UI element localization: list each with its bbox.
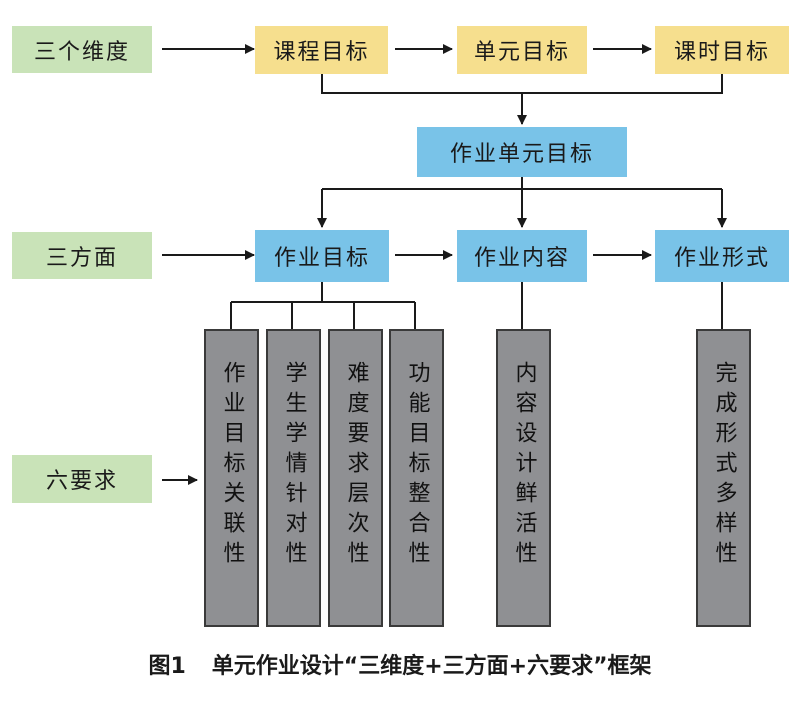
requirement-text: 完成形式多样性 <box>711 361 737 571</box>
homework-unit-goal-box: 作业单元目标 <box>417 127 627 177</box>
figure-number: 图1 <box>148 654 186 679</box>
homework-goal-box: 作业目标 <box>255 230 389 282</box>
unit-goal-box: 单元目标 <box>457 26 587 74</box>
requirement-text: 学生学情针对性 <box>281 361 307 571</box>
requirement-student-targeting: 学生学情针对性 <box>266 329 321 627</box>
homework-content-box: 作业内容 <box>457 230 587 282</box>
requirement-difficulty-levels: 难度要求层次性 <box>328 329 383 627</box>
figure-caption: 图1 单元作业设计“三维度+三方面+六要求”框架 <box>0 648 800 680</box>
homework-form-box: 作业形式 <box>655 230 789 282</box>
lesson-goal-box: 课时目标 <box>655 26 789 74</box>
requirement-text: 内容设计鲜活性 <box>511 361 537 571</box>
requirement-text: 难度要求层次性 <box>343 361 369 571</box>
three-dimensions-label: 三个维度 <box>12 26 152 73</box>
requirement-form-diversity: 完成形式多样性 <box>696 329 751 627</box>
requirement-text: 功能目标整合性 <box>404 361 430 571</box>
six-requirements-label: 六要求 <box>12 455 152 503</box>
figure-title: 单元作业设计“三维度+三方面+六要求”框架 <box>211 654 652 679</box>
three-aspects-label: 三方面 <box>12 232 152 279</box>
requirement-function-integration: 功能目标整合性 <box>389 329 444 627</box>
requirement-text: 作业目标关联性 <box>219 361 245 571</box>
requirement-goal-relevance: 作业目标关联性 <box>204 329 259 627</box>
course-goal-box: 课程目标 <box>255 26 388 74</box>
merge-line-goals <box>321 74 723 94</box>
requirement-content-vividness: 内容设计鲜活性 <box>496 329 551 627</box>
